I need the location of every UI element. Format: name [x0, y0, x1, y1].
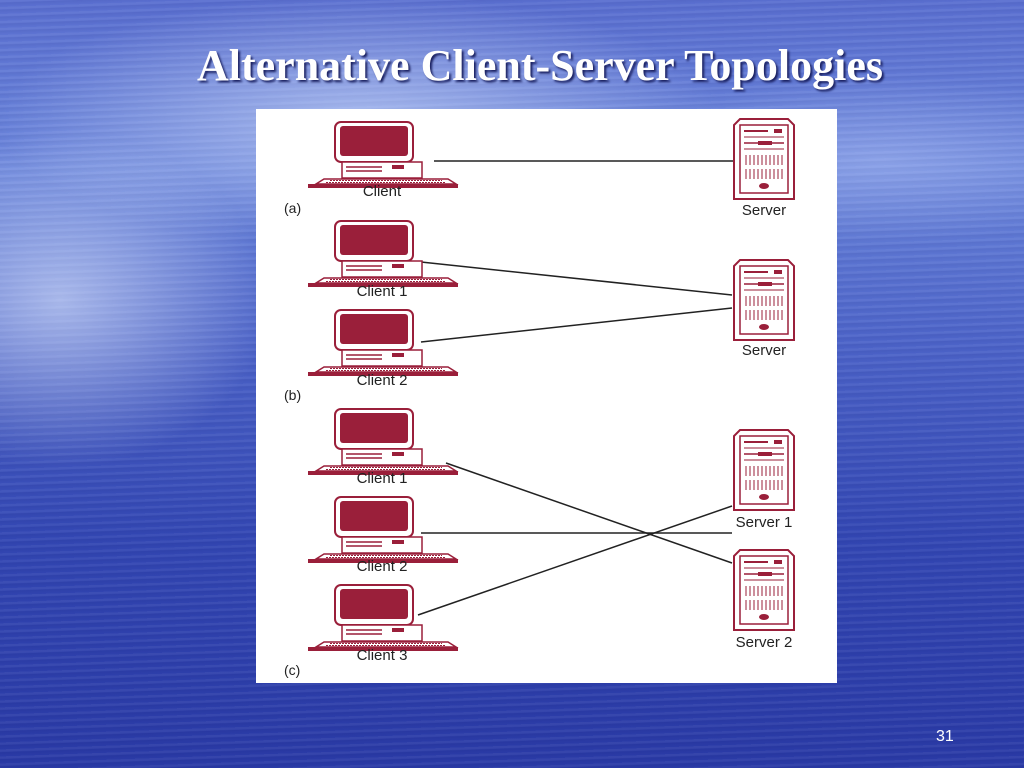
panel-a-server-label: Server: [742, 202, 786, 219]
link-c-client3-server1: [417, 505, 733, 616]
client-computer-icon: [307, 220, 459, 288]
panel-b-client2-label: Client 2: [357, 372, 408, 389]
panel-c-client2-label: Client 2: [357, 558, 408, 575]
client-computer-icon: [307, 121, 459, 189]
topology-figure: Client (a) Server Client 1 Client 2 (b) …: [256, 109, 837, 683]
server-icon: [733, 549, 795, 631]
panel-b-client1-label: Client 1: [357, 283, 408, 300]
panel-c-client3-label: Client 3: [357, 647, 408, 664]
link-b-client2-server: [420, 307, 733, 343]
server-icon: [733, 118, 795, 200]
panel-b-server-label: Server: [742, 342, 786, 359]
link-c-client1-server2: [445, 462, 733, 564]
panel-c-server2-label: Server 2: [736, 634, 793, 651]
server-icon: [733, 259, 795, 341]
client-computer-icon: [307, 408, 459, 476]
panel-a-client-label: Client: [363, 183, 402, 200]
link-b-client1-server: [420, 261, 733, 296]
client-computer-icon: [307, 309, 459, 377]
panel-c-server1-label: Server 1: [736, 514, 793, 531]
topology-diagram: Client (a) Server Client 1 Client 2 (b) …: [284, 118, 795, 678]
slide-title: Alternative Client-Server Topologies: [197, 41, 883, 90]
page-number: 31: [936, 728, 954, 745]
panel-c-client1-label: Client 1: [357, 470, 408, 487]
client-computer-icon: [307, 496, 459, 564]
server-icon: [733, 429, 795, 511]
panel-b-tag: (b): [284, 387, 301, 403]
panel-c-tag: (c): [284, 662, 300, 678]
panel-a-tag: (a): [284, 200, 301, 216]
client-computer-icon: [307, 584, 459, 652]
